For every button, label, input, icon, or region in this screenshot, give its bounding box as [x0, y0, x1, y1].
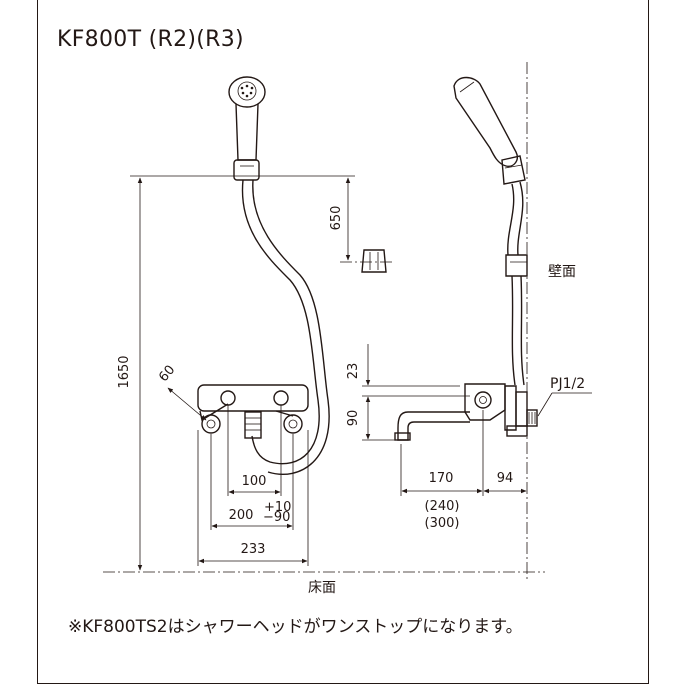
hose-front-inner: [252, 179, 330, 476]
dim-233: 233: [241, 542, 266, 557]
drawing-frame: [37, 0, 649, 684]
dim-100: 100: [242, 474, 267, 489]
floor-label: 床面: [308, 580, 336, 596]
dim-60: 60: [156, 363, 178, 385]
hose-front-outer: [241, 179, 320, 465]
pipe-thread-label: PJ1/2: [550, 376, 585, 392]
dim-200-tol-plus: +10: [264, 500, 291, 515]
dim-200: 200: [229, 508, 254, 523]
dim-90: 90: [346, 410, 361, 427]
dim-650: 650: [329, 206, 344, 231]
dim-170: 170: [429, 471, 454, 486]
footnote: ※KF800TS2はシャワーヘッドがワンストップになります。: [68, 617, 523, 637]
model-title: KF800T (R2)(R3): [57, 27, 244, 52]
dim-94: 94: [497, 471, 514, 486]
dim-1650: 1650: [117, 355, 132, 388]
wall-label: 壁面: [548, 264, 576, 280]
dim-200-tol-minus: −90: [263, 510, 290, 525]
faucet-body-side: [394, 383, 538, 441]
shower-head-front: [228, 76, 266, 181]
hose-side-upper: [507, 183, 515, 256]
dim-240: (240): [425, 499, 460, 514]
dim-23: 23: [346, 363, 361, 380]
faucet-body-front: [197, 384, 309, 439]
dim-300: (300): [425, 516, 460, 531]
hose-hook: [340, 249, 395, 273]
shower-head-side: [453, 76, 526, 185]
hose-hook-side: [505, 254, 528, 277]
